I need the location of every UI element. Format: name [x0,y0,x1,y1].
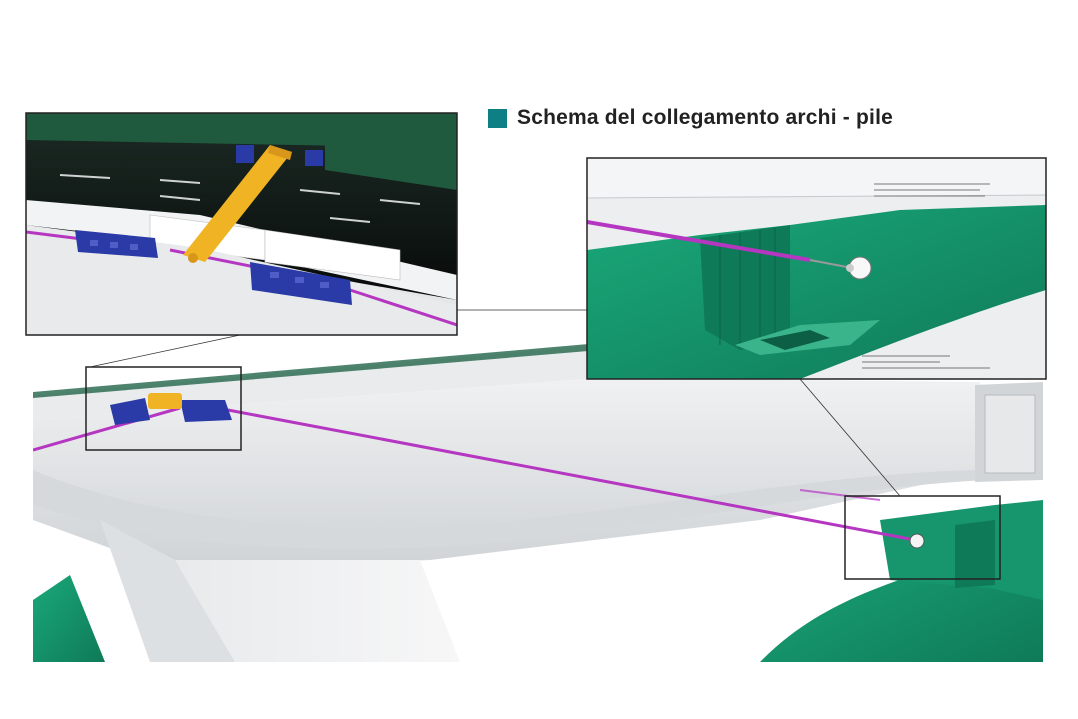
left-inset-frame [25,112,458,336]
arch-left [33,575,105,662]
right-inset [587,158,1046,379]
cable-left [33,406,181,452]
connector-left [89,334,241,368]
page-title: Schema del collegamento archi - pile [517,106,893,129]
left-inset [26,113,457,335]
barrier-far [26,113,457,148]
anchor-block-left [110,398,150,425]
highlight-frame-right [844,495,1001,580]
pier [175,560,460,662]
square-marker-icon [488,108,507,128]
inset-anchor-housing [700,225,790,350]
anchor-head [909,533,925,549]
right-inset-frame [586,157,1047,380]
deck-underside [33,378,990,570]
inset-strut [183,145,292,262]
highlight-frame-left [85,366,242,451]
strut-yellow [148,393,182,409]
cable-main [227,408,916,542]
inset-right-cable [587,220,811,262]
anchor-block-right [180,400,232,422]
deck-soffit-shadow [33,470,990,549]
title-block: Schema del collegamento archi - pile [488,104,893,132]
connector-right [799,378,901,497]
